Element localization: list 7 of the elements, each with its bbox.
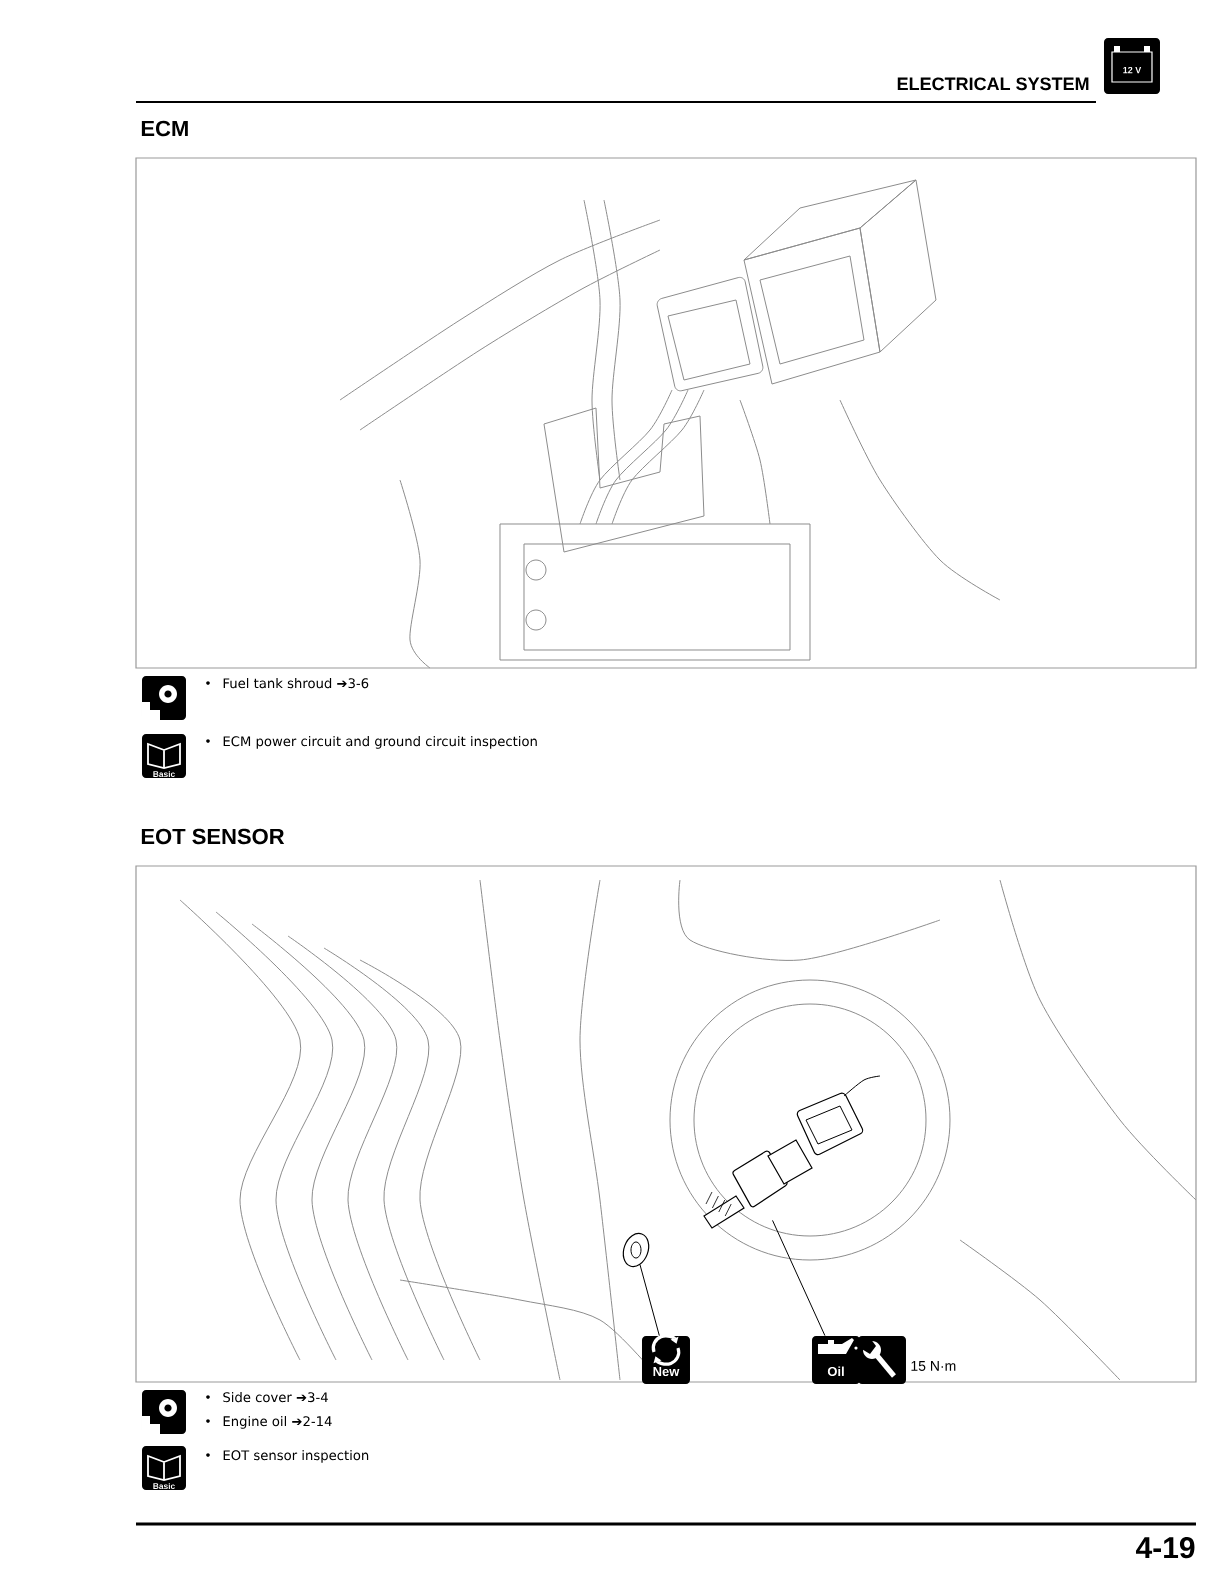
header-title: ELECTRICAL SYSTEM <box>897 77 1089 91</box>
eot-sensor-drawing <box>703 1139 813 1229</box>
leader-line <box>639 1264 660 1337</box>
page-number: 4-19 <box>1136 1537 1195 1559</box>
washer-drawing <box>622 1232 650 1268</box>
section-heading: ECM <box>141 120 188 137</box>
section-heading: EOT SENSOR <box>141 828 285 845</box>
